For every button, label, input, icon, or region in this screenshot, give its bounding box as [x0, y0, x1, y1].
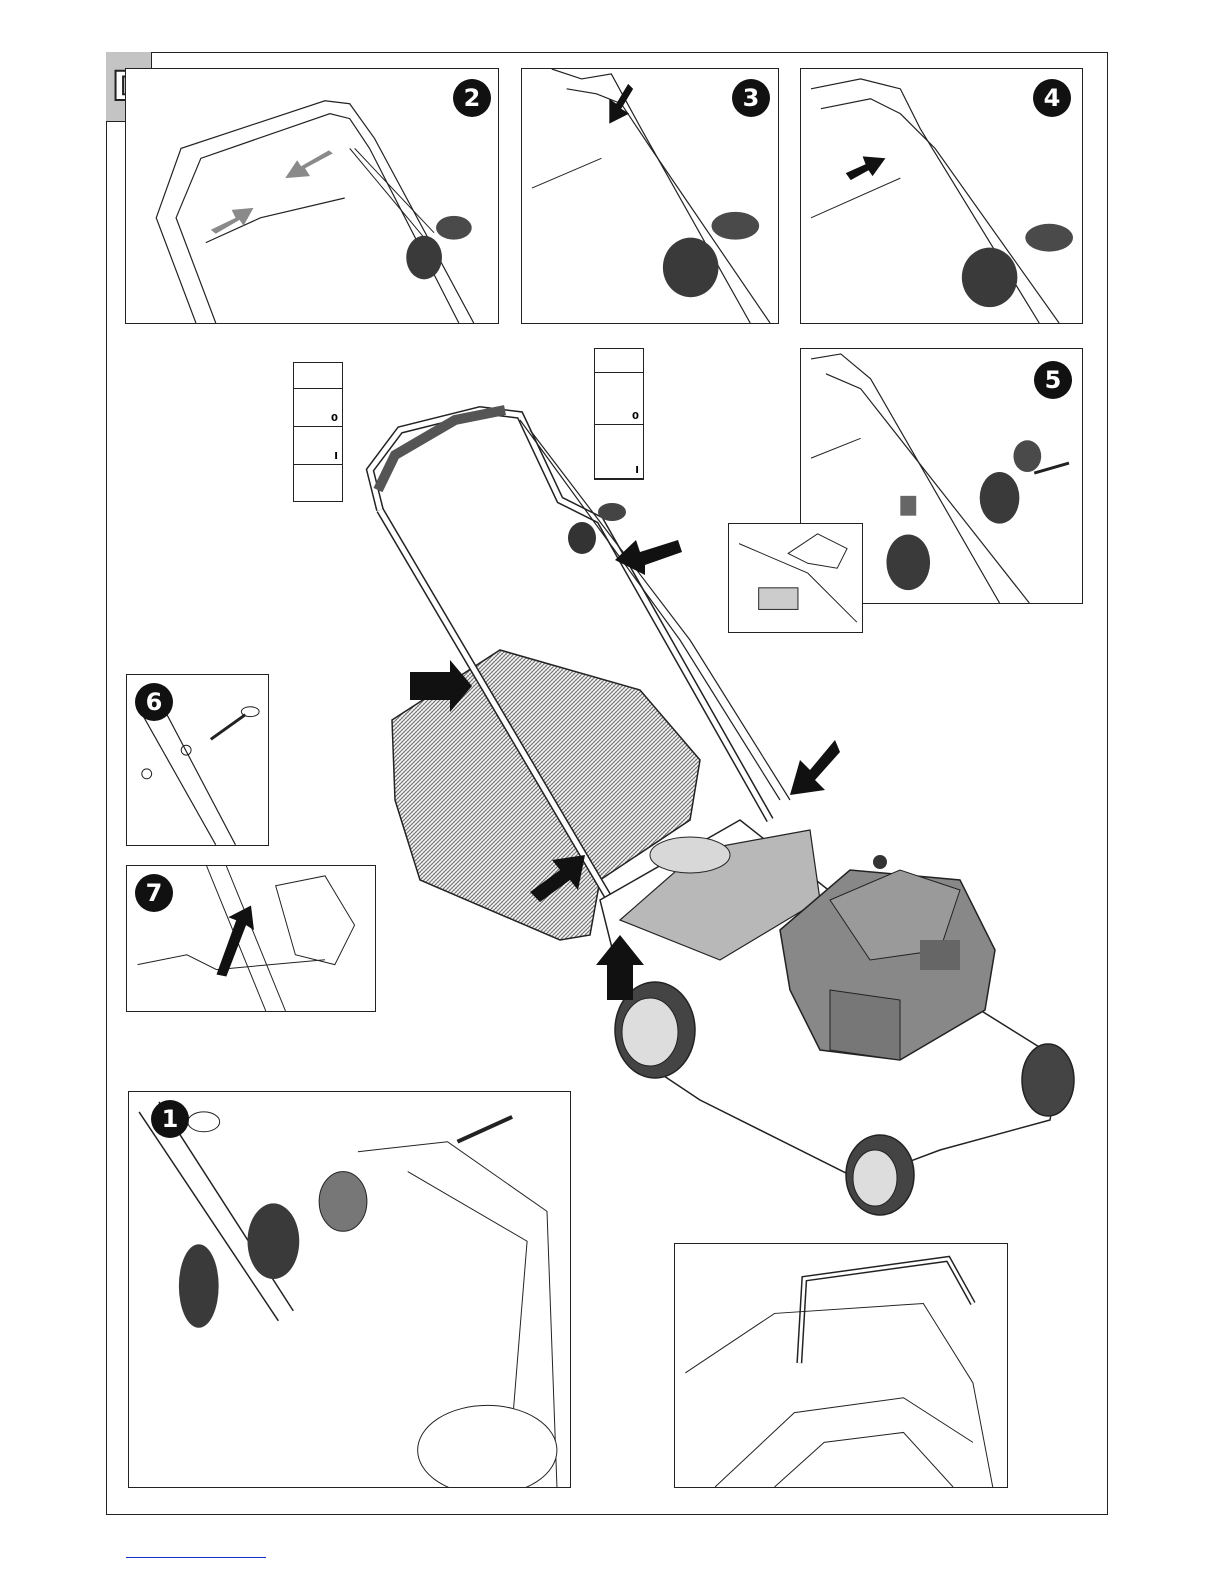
arrow-icon — [846, 156, 886, 180]
step-2-panel: 2 — [125, 68, 499, 324]
footer-link-underline[interactable] — [126, 1557, 266, 1558]
control-knob — [980, 472, 1020, 524]
stop-icon: 0 — [595, 373, 643, 425]
step-7-panel: 7 — [126, 865, 376, 1012]
control-knob — [406, 236, 442, 280]
step-number: 2 — [453, 79, 491, 117]
right-control-decal: 0 I — [594, 348, 644, 480]
lever-off-icon: 0 — [294, 389, 342, 427]
step-number: 4 — [1033, 79, 1071, 117]
step-1-panel: 1 — [128, 1091, 571, 1488]
step-number: 1 — [151, 1100, 189, 1138]
control-knob — [663, 238, 719, 298]
blade-icon — [294, 363, 342, 389]
step-number: 5 — [1034, 361, 1072, 399]
step-6-panel: 6 — [126, 674, 269, 846]
star-knob — [179, 1244, 219, 1328]
arrow-icon — [609, 84, 633, 124]
cable-detail-inset — [728, 523, 863, 633]
control-knob — [886, 535, 930, 591]
step-number: 3 — [732, 79, 770, 117]
left-control-decal: 0 I — [293, 362, 343, 502]
control-knob — [962, 248, 1018, 308]
step-number: 7 — [135, 874, 173, 912]
rear-flap-panel — [674, 1243, 1008, 1488]
step-number: 6 — [135, 683, 173, 721]
step-3-panel: 3 — [521, 68, 779, 324]
arrow-icon — [285, 150, 333, 178]
arrow-icon — [216, 905, 253, 976]
engine-icon — [595, 349, 643, 373]
arrow-icon — [211, 208, 254, 234]
start-icon: I — [595, 425, 643, 479]
step-4-panel: 4 — [800, 68, 1083, 324]
mower-drive-icon — [294, 465, 342, 501]
lever-on-icon: I — [294, 427, 342, 465]
